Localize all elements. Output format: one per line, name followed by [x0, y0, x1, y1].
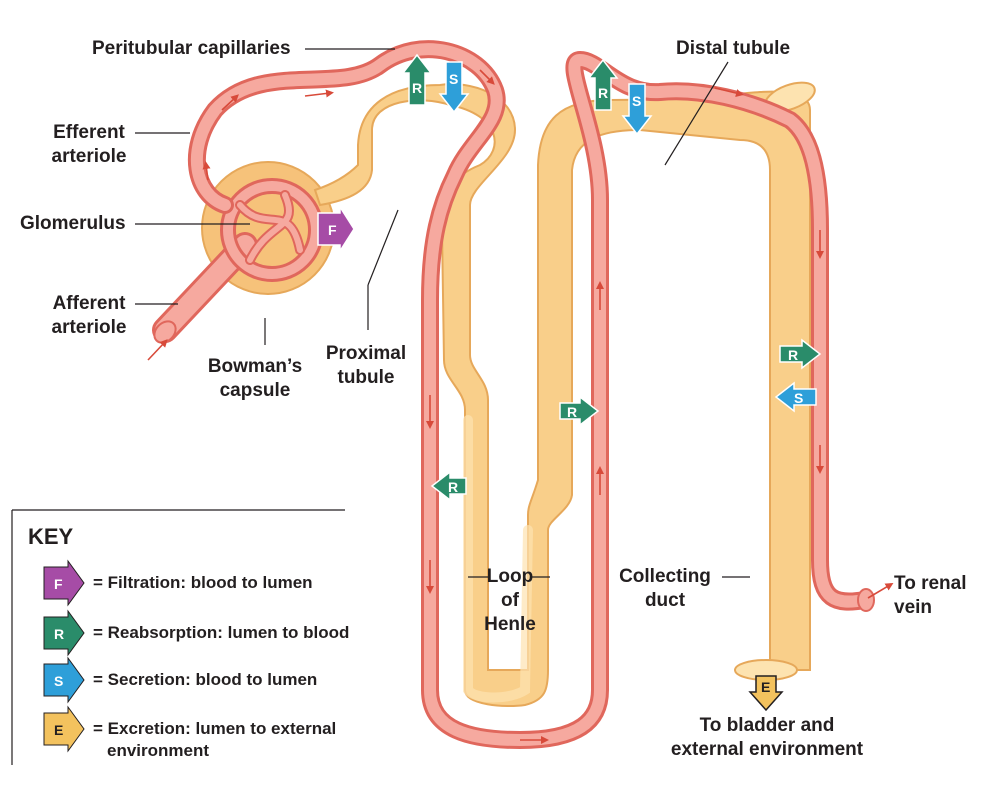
reabsorption-arrow-descending: R	[430, 470, 467, 502]
key-excretion-line2: environment	[107, 741, 210, 760]
blood-vessels	[152, 40, 875, 749]
loop-of-henle-line3: Henle	[484, 614, 536, 635]
to-renal-vein-line1: To renal	[894, 573, 967, 594]
key-excretion-icon: E	[43, 705, 85, 753]
to-bladder-line1: To bladder and	[699, 715, 835, 736]
svg-text:F: F	[54, 576, 63, 592]
reabsorption-arrow-collecting: R	[779, 338, 822, 370]
afferent-arteriole-line1: Afferent	[52, 293, 126, 314]
distal-tubule-label: Distal tubule	[676, 38, 791, 59]
efferent-arteriole-label: Efferent arteriole	[46, 121, 132, 169]
loop-of-henle-line2: of	[501, 590, 519, 611]
secretion-letter: S	[794, 390, 803, 406]
reabsorption-letter: R	[598, 85, 608, 101]
proximal-tubule-label: Proximal tubule	[316, 342, 416, 390]
bowmans-capsule-label: Bowman’s capsule	[200, 355, 310, 403]
collecting-duct-line2: duct	[644, 590, 686, 611]
key-excretion-line1: = Excretion: lumen to external	[93, 719, 337, 738]
glomerulus-label: Glomerulus	[20, 213, 126, 234]
secretion-letter: S	[449, 71, 458, 87]
reabsorption-arrow-ascending: R	[559, 395, 600, 427]
svg-text:R: R	[54, 626, 64, 642]
flow-arrows	[147, 69, 894, 744]
reabsorption-letter: R	[567, 404, 577, 420]
secretion-arrow-distal: S	[621, 83, 653, 136]
efferent-arteriole-line1: Efferent	[53, 122, 125, 143]
afferent-arteriole-line2: arteriole	[51, 317, 127, 338]
reabsorption-letter: R	[788, 347, 798, 363]
reabsorption-letter: R	[448, 479, 458, 495]
collecting-duct-label: Collecting duct	[610, 565, 720, 613]
svg-text:S: S	[54, 673, 63, 689]
key-secretion-icon: S	[43, 656, 85, 704]
key-reabsorption-text: = Reabsorption: lumen to blood	[93, 623, 350, 642]
efferent-arteriole-line2: arteriole	[51, 146, 127, 167]
loop-of-henle-line1: Loop	[486, 566, 534, 587]
reabsorption-arrow-distal: R	[587, 58, 619, 111]
to-bladder-label: To bladder and external environment	[655, 714, 879, 762]
loop-of-henle-label: Loop of Henle	[478, 565, 542, 637]
key-secretion-text: = Secretion: blood to lumen	[93, 670, 318, 689]
filtration-arrow: F	[317, 204, 355, 254]
key-frame	[11, 509, 345, 765]
bowmans-capsule-line2: capsule	[219, 380, 291, 401]
secretion-arrow-proximal: S	[438, 61, 470, 114]
key-excretion-text: = Excretion: lumen to external environme…	[93, 718, 336, 762]
collecting-duct-line1: Collecting	[619, 566, 711, 587]
bowmans-capsule-line1: Bowman’s	[207, 356, 303, 377]
to-renal-vein-label: To renal vein	[894, 572, 967, 620]
key-title: KEY	[28, 524, 74, 549]
excretion-arrow: E	[748, 675, 784, 712]
excretion-letter: E	[761, 679, 770, 695]
leader-lines	[135, 48, 750, 578]
proximal-tubule-line1: Proximal	[325, 343, 407, 364]
svg-text:E: E	[54, 722, 63, 738]
peritubular-capillaries-label: Peritubular capillaries	[92, 38, 291, 59]
secretion-letter: S	[632, 93, 641, 109]
secretion-arrow-collecting: S	[774, 381, 817, 413]
afferent-arteriole-label: Afferent arteriole	[46, 292, 132, 340]
reabsorption-arrow-proximal: R	[401, 53, 433, 106]
key-filtration-icon: F	[43, 559, 85, 607]
filtration-letter: F	[328, 222, 337, 238]
proximal-tubule-line2: tubule	[337, 367, 395, 388]
to-renal-vein-line2: vein	[894, 597, 933, 618]
key-reabsorption-icon: R	[43, 609, 85, 657]
to-bladder-line2: external environment	[670, 739, 864, 760]
reabsorption-letter: R	[412, 80, 422, 96]
key-filtration-text: = Filtration: blood to lumen	[93, 573, 313, 592]
